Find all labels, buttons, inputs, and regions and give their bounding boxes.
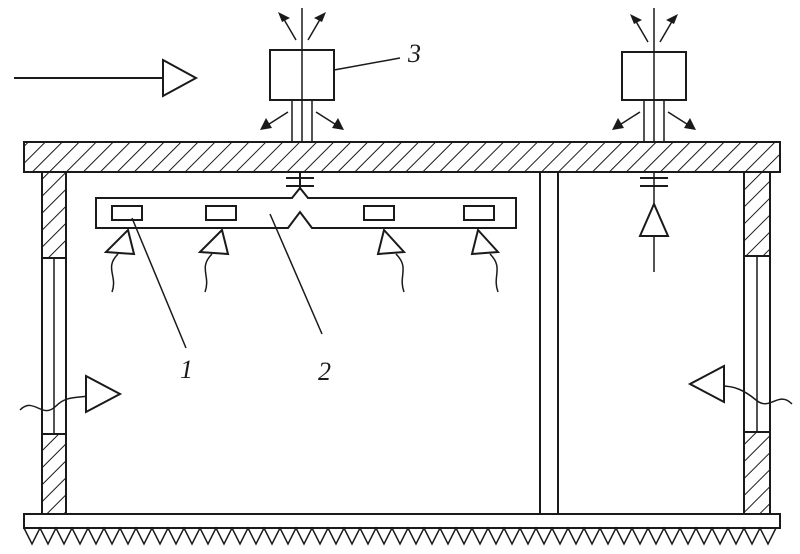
leader-line-3 <box>333 57 401 71</box>
roof-fan <box>260 8 344 142</box>
supply-air-arrow-left <box>19 374 123 414</box>
exhaust-duct <box>95 172 517 229</box>
suction-arrow <box>376 227 407 293</box>
supply-air-arrow-right <box>687 364 793 405</box>
suction-arrow <box>103 228 136 293</box>
roof-fan <box>612 8 696 142</box>
floor-slab <box>23 513 781 546</box>
left-wall <box>41 171 67 515</box>
label-1: 1 <box>180 355 193 384</box>
suction-arrow <box>197 228 230 293</box>
local-hood <box>363 205 395 221</box>
label-2: 2 <box>318 357 331 386</box>
room-exhaust <box>638 172 670 272</box>
label-3: 3 <box>407 39 421 68</box>
partition-wall <box>539 172 559 514</box>
local-hood <box>205 205 237 221</box>
local-hood <box>463 205 495 221</box>
roof-slab <box>23 141 781 173</box>
right-wall <box>743 171 771 515</box>
ground-hatch <box>23 526 777 546</box>
leader-line-1 <box>131 217 187 349</box>
wind-arrow <box>14 58 199 98</box>
local-hood <box>111 205 143 221</box>
leader-line-2 <box>269 213 323 335</box>
suction-arrow <box>470 227 501 293</box>
